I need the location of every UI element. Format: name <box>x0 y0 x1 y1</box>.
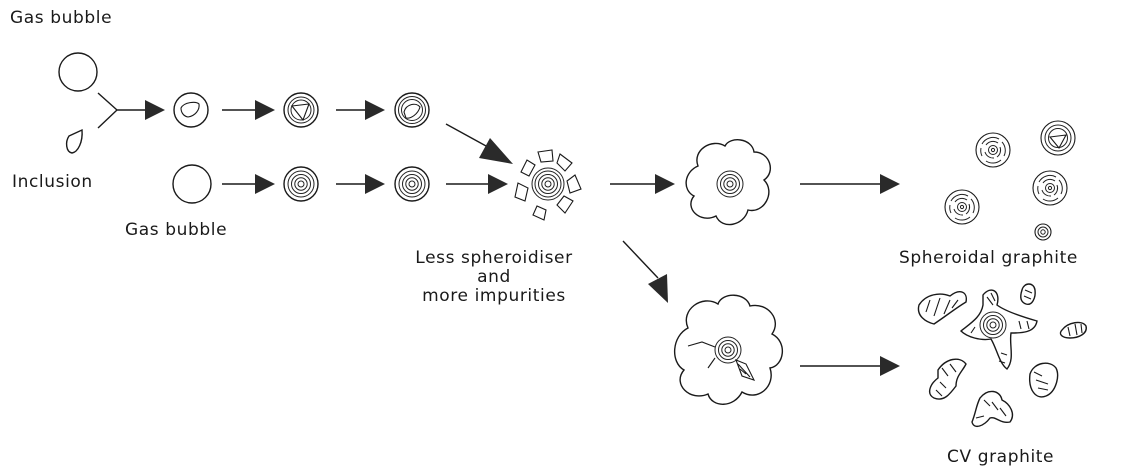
label-gas-bubble-top: Gas bubble <box>10 8 112 28</box>
gas-bubble-bottom-circle <box>173 165 211 203</box>
spheroidal-graphite-cluster <box>945 121 1075 240</box>
label-less-spheroidiser: Less spheroidiser and more impurities <box>384 249 604 306</box>
cv-hatching <box>1068 324 1082 336</box>
arrow-icon <box>365 174 385 194</box>
bubble-with-inclusion-2 <box>284 93 318 127</box>
arrow-icon <box>880 356 900 376</box>
label-less-spheroidiser-line1: Less spheroidiser <box>384 249 604 268</box>
label-spheroidal-graphite: Spheroidal graphite <box>899 248 1078 268</box>
arrow-icon <box>880 174 900 194</box>
arrow-icon <box>145 100 165 120</box>
cv-fragment <box>972 391 1012 426</box>
cv-hatching <box>1024 290 1032 299</box>
cv-hatching <box>1034 372 1048 390</box>
bubble-with-inclusion-1 <box>174 93 208 127</box>
label-less-spheroidiser-line2: and <box>384 268 604 287</box>
arrow-icon <box>255 100 275 120</box>
arrow-icon <box>255 174 275 194</box>
cv-fragment <box>930 359 966 399</box>
label-cv-graphite: CV graphite <box>947 447 1054 467</box>
arrow-line <box>623 241 658 278</box>
label-gas-bubble-bottom: Gas bubble <box>125 220 227 240</box>
graphite-filled-bubble-2 <box>395 167 429 201</box>
label-less-spheroidiser-line3: more impurities <box>384 287 604 306</box>
cv-fragment <box>1030 363 1058 397</box>
arrow-icon <box>655 174 675 194</box>
cv-fragment <box>1060 323 1086 338</box>
cv-fragment <box>1021 284 1035 304</box>
inclusion-shape <box>67 130 83 153</box>
arrow-icon <box>488 174 508 194</box>
segmented-shell-nucleus <box>515 150 581 220</box>
arrow-icon <box>648 274 668 303</box>
arrow-icon <box>479 138 513 164</box>
cv-graphite-cluster <box>918 284 1086 426</box>
cv-hatching <box>976 400 1006 418</box>
arrow-icon <box>365 100 385 120</box>
bubble-with-inclusion-3 <box>395 93 429 127</box>
cv-fragment <box>918 292 966 324</box>
cv-hatching <box>926 298 958 316</box>
lobed-particle <box>686 140 770 225</box>
lobed-particle-with-cv <box>675 295 783 404</box>
gas-bubble-top-circle <box>59 53 97 91</box>
label-inclusion: Inclusion <box>12 172 93 192</box>
graphite-filled-bubble-1 <box>284 167 318 201</box>
merge-lines <box>98 93 145 128</box>
